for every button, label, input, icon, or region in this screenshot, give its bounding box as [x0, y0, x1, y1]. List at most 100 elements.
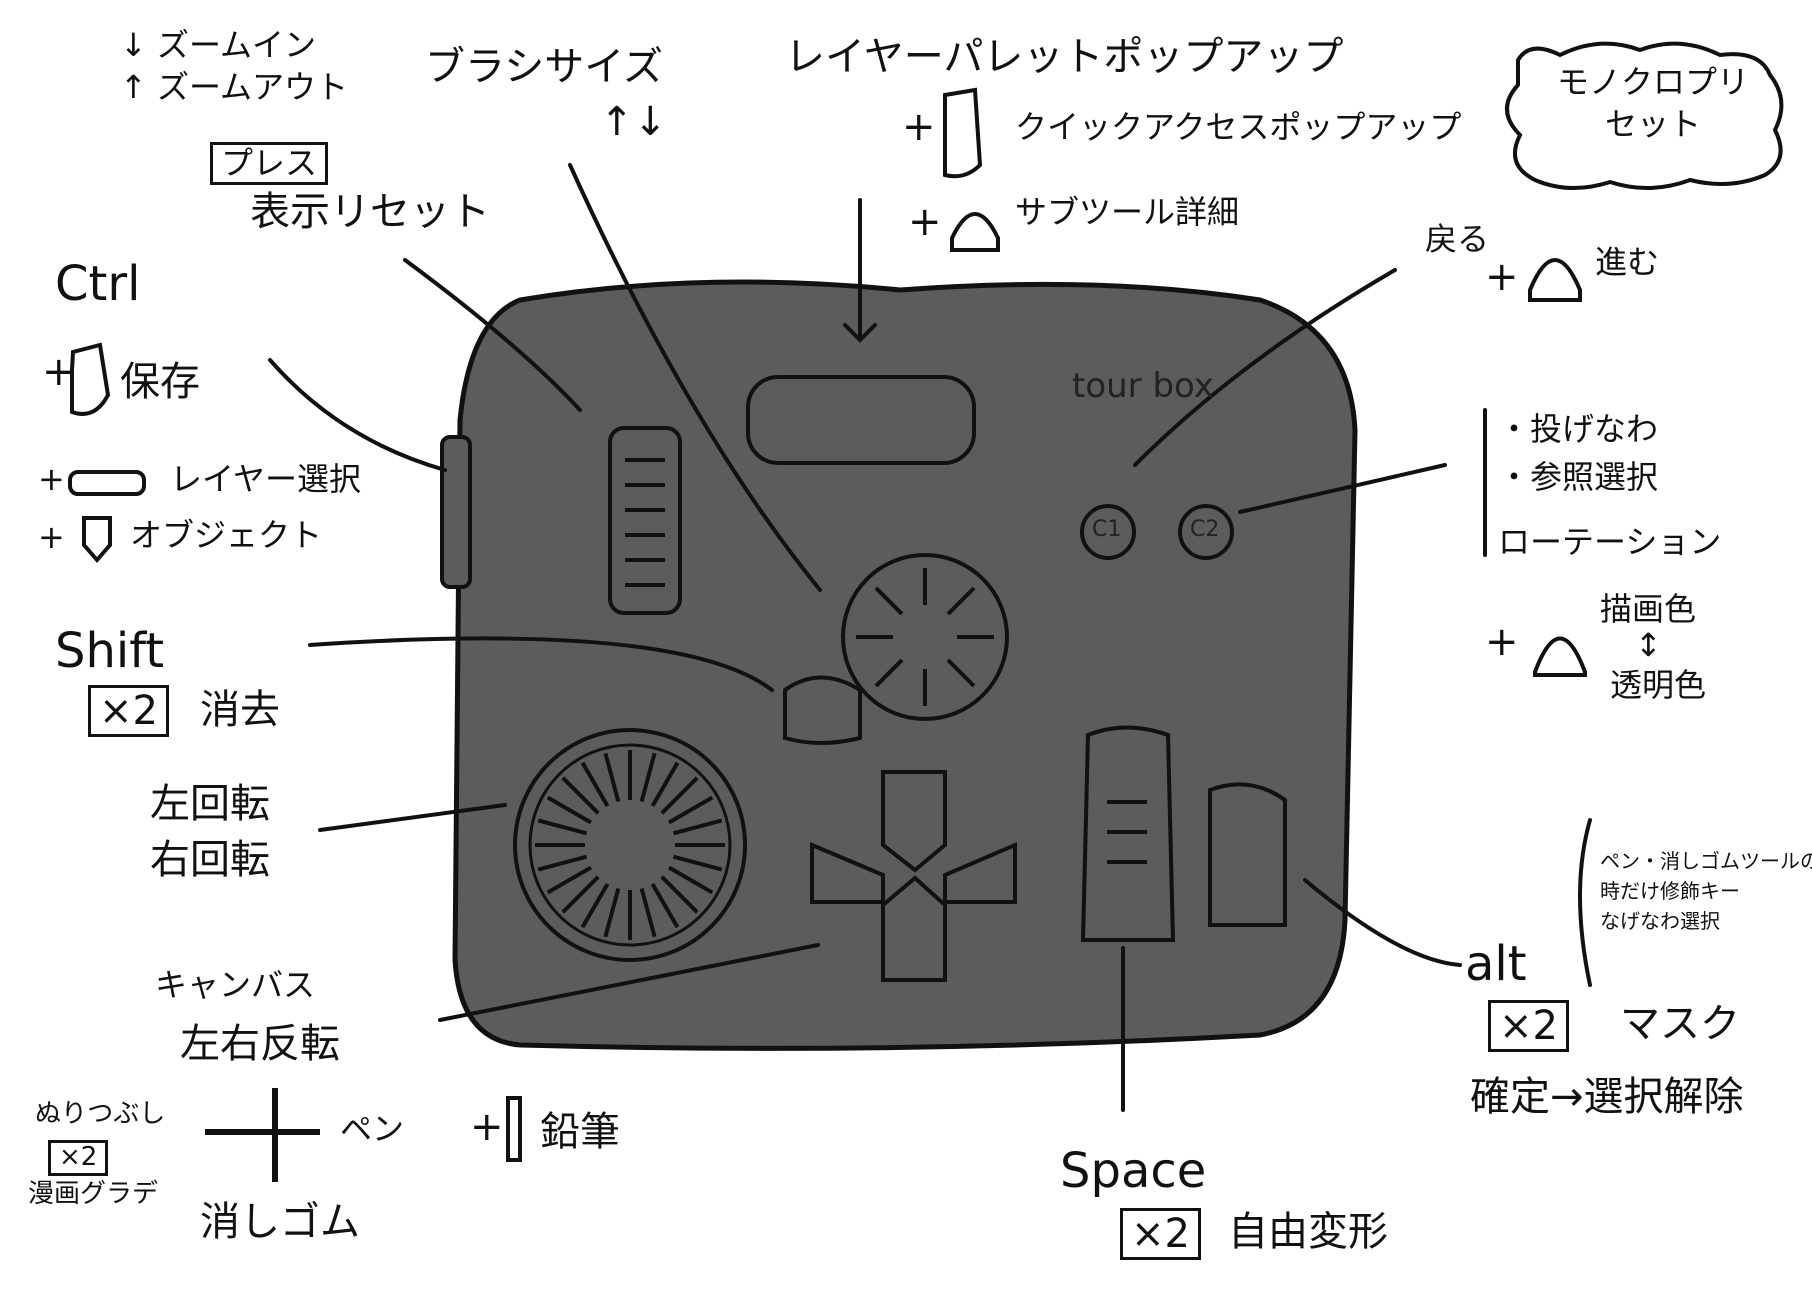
c2-item-lasso: ・投げなわ: [1498, 410, 1659, 448]
transparent-color-label: 透明色: [1610, 666, 1707, 704]
glyph-scroll-quick: [943, 87, 983, 179]
subtool-detail-label: サブツール詳細: [1015, 193, 1240, 231]
glyph-scroll-save: [70, 342, 111, 416]
dial-ridge: [561, 875, 600, 914]
canvas-label: キャンバス: [155, 966, 316, 1004]
free-transform-label: 自由変形: [1228, 1209, 1388, 1255]
dial-ridge: [639, 752, 657, 803]
rotate-right-label: 右回転: [150, 837, 270, 883]
pencil-label: 鉛筆: [540, 1109, 620, 1155]
confirm-deselect-label: 確定→選択解除: [1470, 1074, 1744, 1120]
fill-x2-box: ×2: [48, 1140, 109, 1176]
glyph-dome-subtool: [950, 212, 1000, 252]
pen-label: ペン: [340, 1110, 405, 1148]
dial-ridge: [561, 776, 600, 815]
alt-note-3: なげなわ選択: [1600, 909, 1720, 933]
knob-ridges: [856, 568, 994, 706]
layer-palette-label: レイヤーパレットポップアップ: [785, 34, 1344, 80]
glyph-dome-color: [1533, 636, 1587, 677]
mask-label: マスク: [1620, 1001, 1740, 1047]
manga-gradient-label: 漫画グラデ: [28, 1179, 159, 1209]
tall-button: [783, 675, 862, 745]
erase-label: 消去: [200, 687, 280, 733]
space-x2-label: ×2: [1120, 1208, 1201, 1260]
dial-ridge: [650, 761, 680, 808]
layer-select-label: レイヤー選択: [170, 460, 362, 498]
dial-ridge: [580, 761, 610, 808]
c2-item-reference: ・参照選択: [1498, 458, 1659, 496]
side-button: [440, 435, 472, 589]
device-logo: tour box: [1072, 366, 1214, 406]
press-label: プレス: [210, 142, 329, 185]
canvas-flip-label: 左右反転: [180, 1021, 340, 1067]
dial-ridge: [660, 776, 699, 815]
glyph-rect-layer: [68, 470, 146, 496]
brush-size-label: ブラシサイズ: [425, 44, 663, 90]
zoom-out-label: ↑ ズームアウト: [120, 68, 349, 106]
ctrl-label: Ctrl: [55, 256, 141, 312]
dial-ridge: [537, 818, 588, 836]
glyph-dome-redo: [1528, 258, 1582, 302]
glyph-shield-object: [82, 516, 112, 564]
quick-access-plus: +: [902, 104, 936, 150]
tall-right-ridges: [1107, 800, 1147, 864]
scroll-wheel: [608, 426, 682, 615]
save-plus: +: [42, 349, 76, 395]
object-label: オブジェクト: [130, 516, 323, 554]
c2-button: [1178, 504, 1234, 560]
draw-color-label: 描画色: [1600, 590, 1697, 628]
swap-arrow: ↕: [1635, 626, 1662, 664]
scroll-ridges: [625, 458, 665, 587]
dial-inner: [528, 743, 732, 947]
mask-x2-label: ×2: [1488, 1000, 1569, 1052]
c2-item-rotation: ローテーション: [1498, 523, 1722, 561]
dial-ridge: [546, 865, 593, 895]
save-label: 保存: [120, 359, 200, 405]
dpad: [810, 770, 1017, 982]
callout-lines: [268, 163, 1592, 1112]
c2-label: C2: [1190, 517, 1220, 542]
erase-x2-box: ×2: [88, 685, 169, 737]
dial-ridge: [603, 752, 621, 803]
mono-preset-label: モノクロプリセット: [1556, 63, 1749, 143]
dial-ridge: [650, 882, 680, 929]
preset-burst: [1505, 41, 1784, 191]
quick-access-label: クイックアクセスポップアップ: [1015, 108, 1462, 146]
glyph-bar-pencil: [506, 1096, 522, 1162]
rotate-left-label: 左回転: [150, 781, 270, 827]
erase-x2-label: ×2: [88, 685, 169, 737]
cross-symbol: [205, 1088, 320, 1182]
dial-ridge: [537, 854, 588, 872]
dial-ridge: [667, 865, 714, 895]
space-label: Space: [1060, 1143, 1207, 1199]
dial-ridge: [672, 818, 723, 836]
brush-arrows: ↑↓: [600, 99, 668, 145]
dial-ridge: [580, 882, 610, 929]
redo-label: 進む: [1595, 243, 1660, 281]
alt-note-2: 時だけ修飾キー: [1600, 879, 1740, 903]
dial-ridge: [546, 795, 593, 825]
dial-ridge: [667, 795, 714, 825]
draw-color-plus: +: [1485, 619, 1519, 665]
dial-ridge: [603, 887, 621, 938]
glyph-icons: [68, 87, 1587, 1162]
dial-ridge: [660, 875, 699, 914]
fill-x2-label: ×2: [48, 1140, 109, 1176]
undo-label: 戻る: [1425, 220, 1490, 258]
eraser-label: 消しゴム: [200, 1199, 360, 1245]
dial-ridges: [535, 750, 725, 940]
fill-label: ぬりつぶし: [35, 1099, 166, 1129]
shift-label: Shift: [55, 623, 165, 679]
space-x2-box: ×2: [1120, 1208, 1201, 1260]
layer-select-plus: +: [38, 460, 65, 498]
dial-ridge: [639, 887, 657, 938]
redo-plus: +: [1485, 254, 1519, 300]
subtool-plus: +: [908, 199, 942, 245]
display-reset-label: 表示リセット: [250, 189, 490, 235]
c1-button: [1080, 504, 1136, 560]
alt-label: alt: [1465, 936, 1527, 992]
alt-note-1: ペン・消しゴムツールの: [1600, 849, 1812, 873]
c1-label: C1: [1092, 517, 1122, 542]
